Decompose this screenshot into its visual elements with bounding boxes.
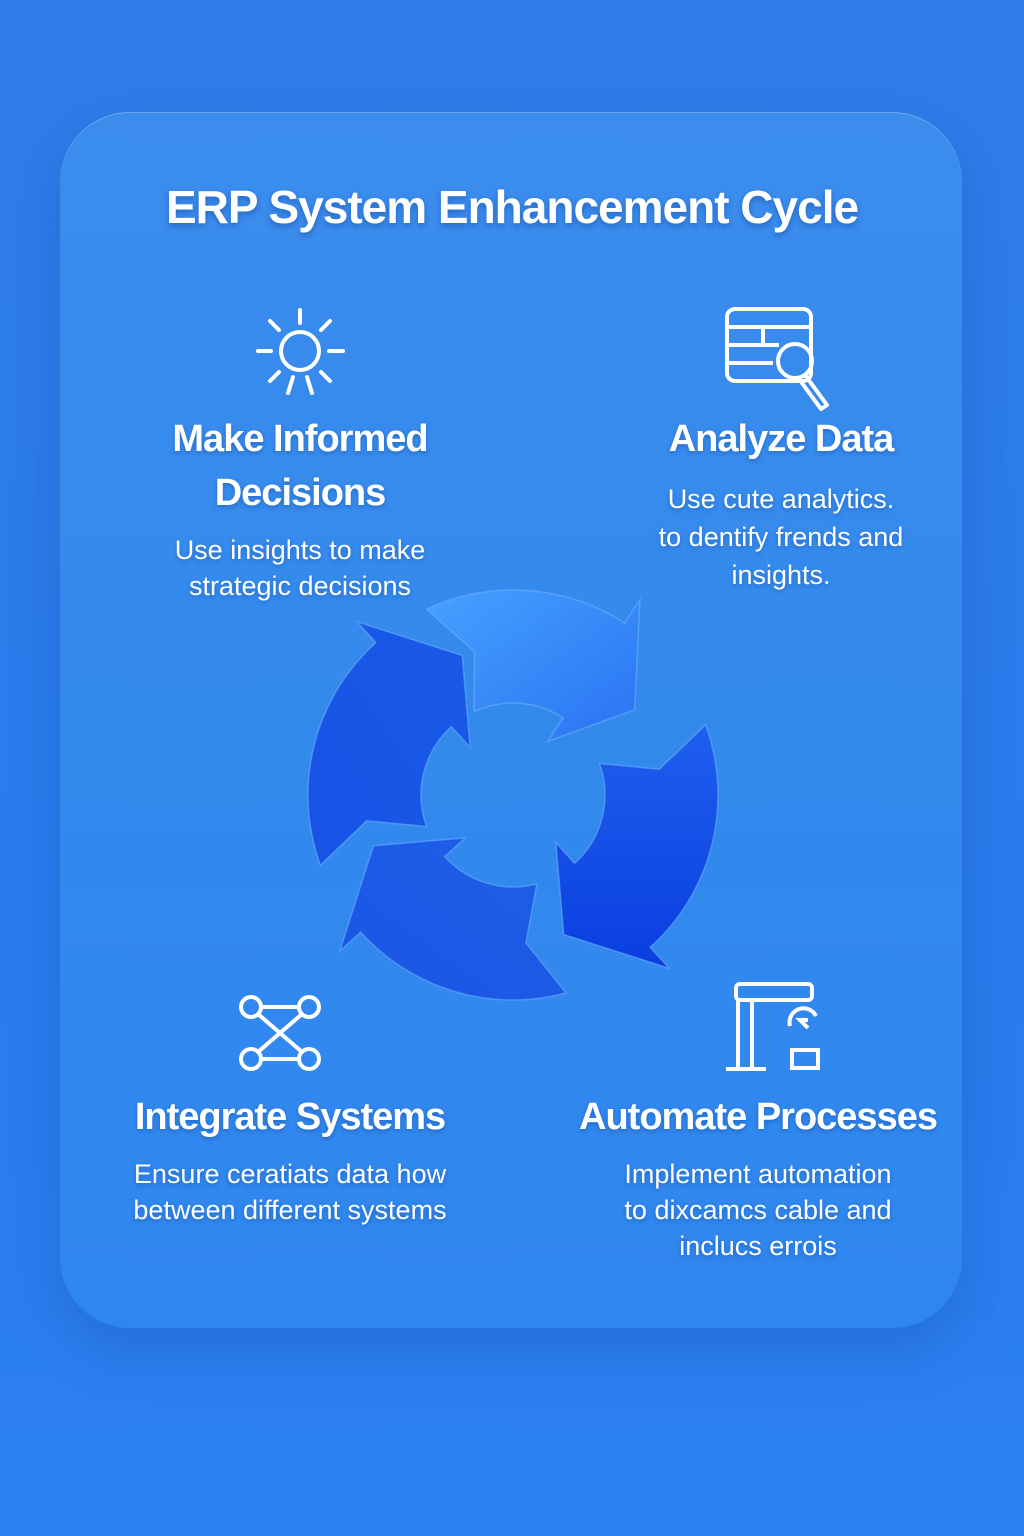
step-desc-line: Ensure ceratiats data how (133, 1159, 447, 1189)
step-desc-line: Use cute analytics. (667, 484, 895, 514)
arrow-integrate (338, 836, 568, 1001)
data-analysis-icon (725, 307, 829, 411)
step-integrate-systems: Integrate Systems Ensure ceratiats data … (110, 1090, 470, 1228)
step-desc-line: insights. (731, 560, 831, 590)
step-desc-line: between different systems (133, 1195, 447, 1225)
arrow-decide (307, 620, 472, 867)
arrow-automate (554, 723, 719, 970)
step-title: Automate Processes (579, 1096, 938, 1138)
step-desc-line: Use insights to make (174, 535, 426, 565)
step-desc-line: inclucs errois (679, 1231, 837, 1261)
step-title-line: Decisions (214, 472, 387, 514)
step-desc-line: strategic decisions (188, 571, 412, 601)
sun-icon (256, 308, 345, 395)
step-desc-line: to dixcamcs cable and (624, 1195, 892, 1225)
step-title: Integrate Systems (134, 1096, 446, 1138)
network-icon (239, 995, 321, 1071)
step-desc-line: Implement automation (624, 1159, 892, 1189)
step-desc-line: to dentify frends and (658, 522, 904, 552)
arrow-analyze (425, 589, 641, 743)
step-title-line: Make Informed (172, 418, 428, 460)
automation-icon (726, 982, 820, 1071)
page-title: ERP System Enhancement Cycle (165, 181, 859, 233)
step-analyze-data: Analyze Data Use cute analytics. to denti… (600, 412, 962, 594)
step-automate-processes: Automate Processes Implement automation t… (568, 1090, 948, 1264)
step-title: Analyze Data (668, 418, 895, 460)
